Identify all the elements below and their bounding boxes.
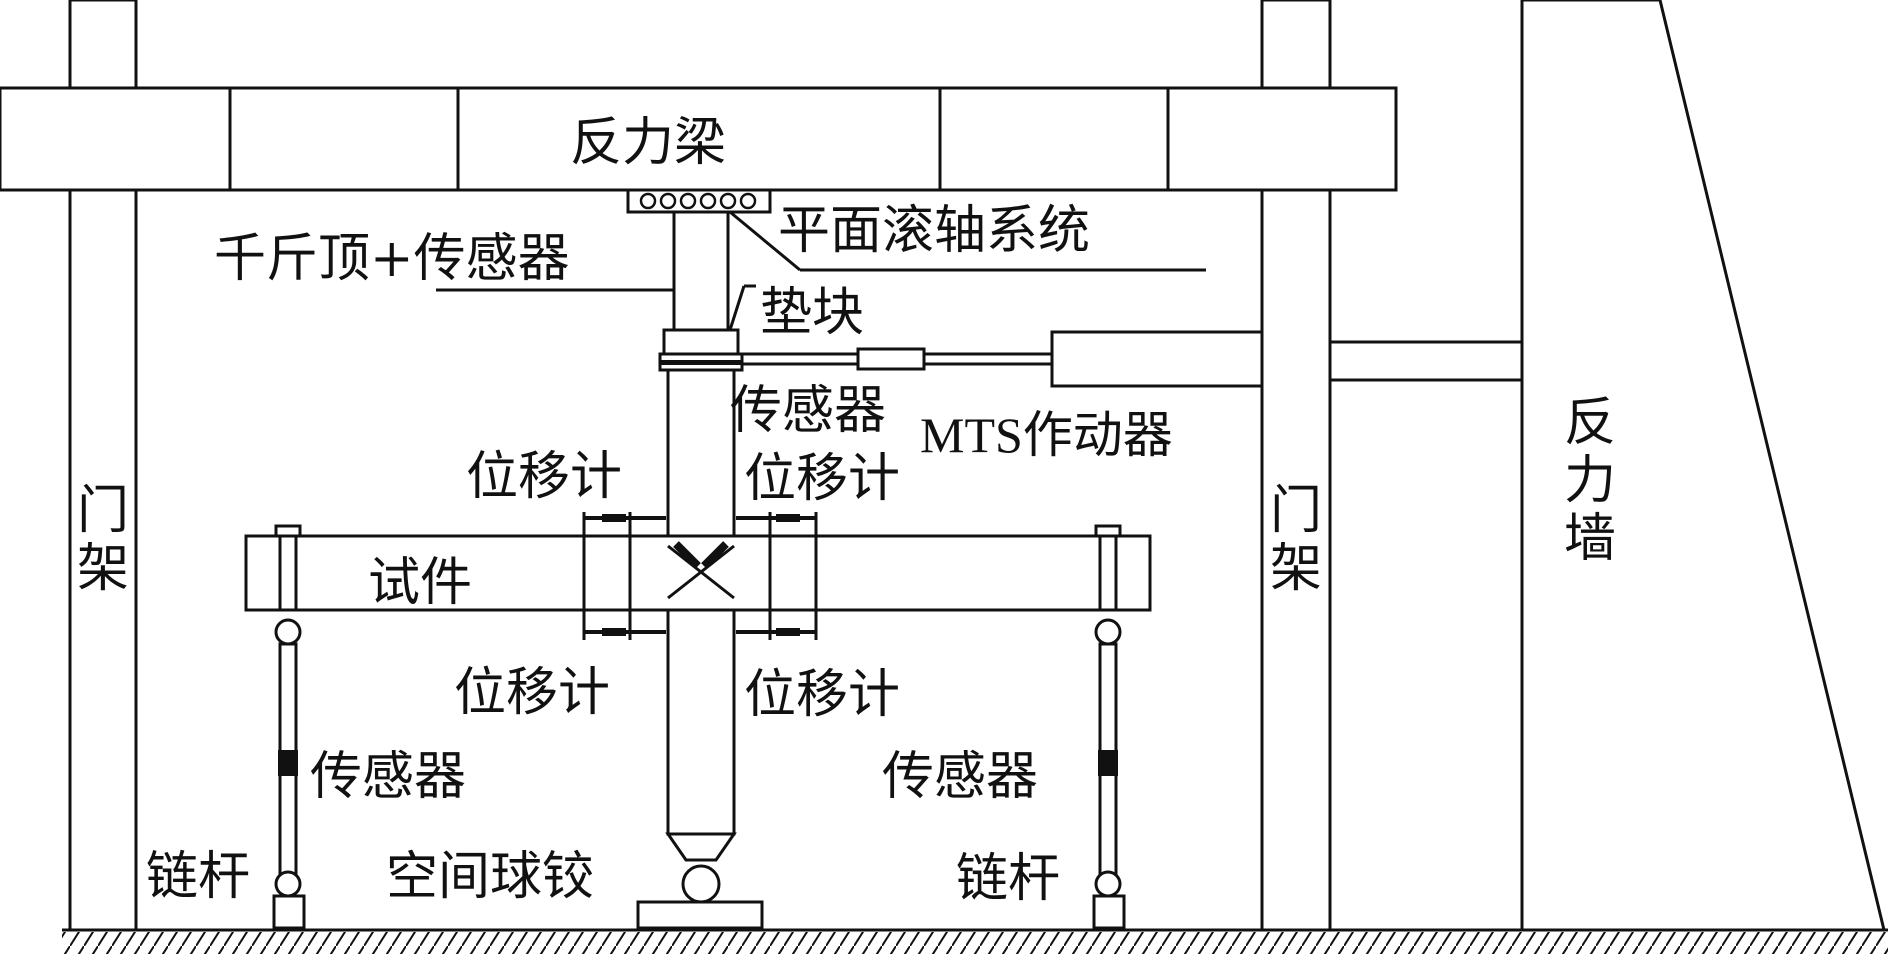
link-left bbox=[272, 524, 306, 930]
label-disp-meter-ll: 位移计 bbox=[454, 663, 610, 723]
label-gantry-left: 门架 bbox=[77, 481, 129, 599]
label-reaction-beam: 反力梁 bbox=[570, 113, 726, 173]
reaction-wall bbox=[1520, 0, 1886, 932]
label-link-right: 链杆 bbox=[956, 849, 1060, 909]
label-sensor-top: 传感器 bbox=[730, 381, 886, 441]
gantry-wall-connector bbox=[1328, 340, 1524, 382]
label-sensor-right: 传感器 bbox=[882, 747, 1038, 807]
label-specimen: 试件 bbox=[368, 553, 472, 613]
pad-block bbox=[662, 328, 740, 356]
label-disp-meter-ul: 位移计 bbox=[466, 447, 622, 507]
label-sensor-left: 传感器 bbox=[310, 747, 466, 807]
label-plane-roller: 平面滚轴系统 bbox=[778, 201, 1090, 261]
displacement-meters-left bbox=[582, 512, 666, 640]
leader-lines bbox=[436, 210, 1206, 331]
top-sensor bbox=[658, 352, 744, 372]
spherical-hinge bbox=[636, 864, 764, 930]
plane-roller-system bbox=[626, 188, 772, 214]
mts-actuator bbox=[742, 330, 1264, 388]
jack-sensor-column bbox=[672, 210, 730, 332]
label-disp-meter-lr: 位移计 bbox=[744, 665, 900, 725]
label-pad-block: 垫块 bbox=[760, 283, 864, 343]
link-right bbox=[1092, 524, 1126, 930]
label-link-left: 链杆 bbox=[146, 847, 250, 907]
displacement-meters-right bbox=[736, 512, 818, 640]
label-mts-actuator: MTS作动器 bbox=[920, 407, 1173, 463]
label-jack-sensor: 千斤顶+传感器 bbox=[214, 229, 570, 289]
column-body bbox=[665, 368, 737, 862]
label-gantry-right: 门架 bbox=[1270, 481, 1322, 599]
label-disp-meter-ur: 位移计 bbox=[744, 449, 900, 509]
reaction-beam bbox=[0, 86, 1398, 192]
label-spherical-hinge: 空间球铰 bbox=[386, 847, 594, 907]
label-reaction-wall: 反力墙 bbox=[1564, 393, 1616, 569]
ground bbox=[62, 928, 1888, 954]
joint-braces bbox=[667, 541, 735, 600]
